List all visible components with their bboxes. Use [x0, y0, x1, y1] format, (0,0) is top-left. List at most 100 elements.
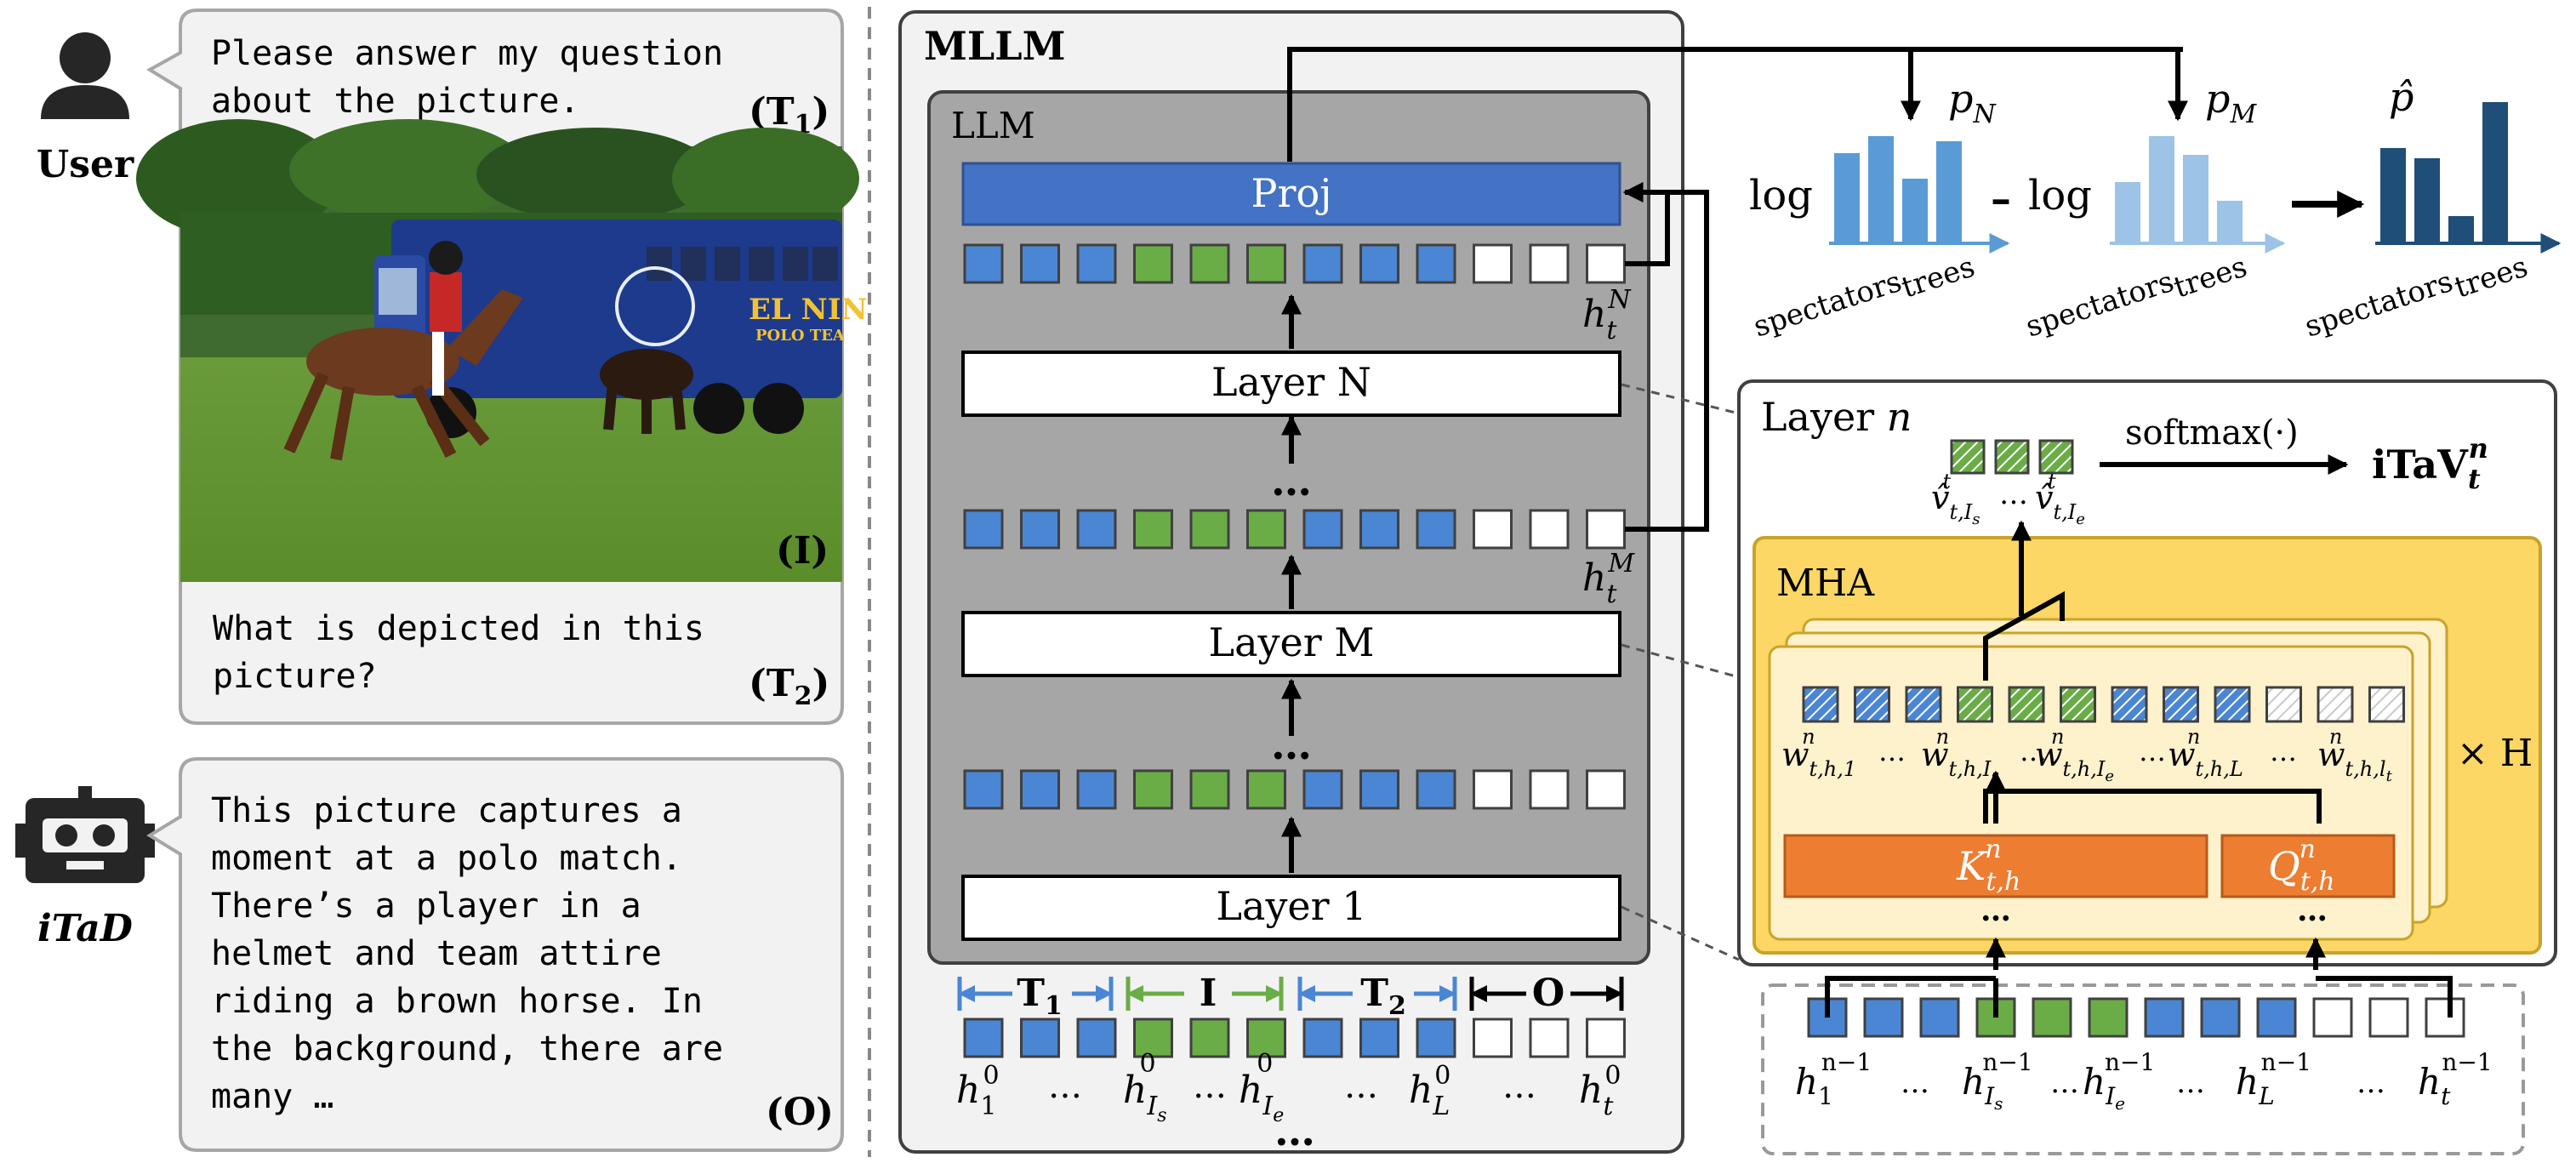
hidden-token	[1246, 509, 1286, 550]
h-l-label: hLn−1	[2236, 1048, 2311, 1110]
tag-image: (I)	[776, 529, 829, 573]
attention-weight-token	[2368, 686, 2405, 723]
hidden-token	[1076, 769, 1117, 810]
proj-label: Proj	[1251, 170, 1332, 216]
itav-label: iTaVtn	[2372, 432, 2488, 495]
hidden-token	[1133, 243, 1173, 284]
hidden-token	[1529, 243, 1570, 284]
span-labels: T1 I T2 O	[957, 970, 1624, 1021]
hidden-token	[1416, 509, 1456, 550]
input-token	[1473, 1018, 1513, 1058]
layer-n-title: Layer n	[1761, 394, 1912, 440]
layer-m-block	[961, 611, 1621, 677]
softmax-label: softmax(·)	[2125, 413, 2299, 453]
mha-arrows	[1983, 520, 2326, 970]
layer-1-block	[961, 875, 1621, 941]
h-is-0-label: hIs0	[1123, 1049, 1167, 1126]
v-hat-token	[2038, 439, 2074, 475]
w-ellipsis: …	[2020, 735, 2047, 767]
answer-line: moment at a polo match.	[211, 839, 682, 878]
hidden-input-token	[1919, 997, 1960, 1038]
answer-line: There’s a player in a	[211, 887, 641, 926]
input-token	[1133, 1018, 1173, 1058]
w-ellipsis: …	[2270, 735, 2297, 767]
layer-n-panel: Layer n softmax(·) iTaVtn v̂t,Ist … v̂t,…	[1737, 379, 2557, 970]
question-line-1: What is depicted in this	[213, 609, 704, 648]
input-ellipsis: …	[1344, 1067, 1378, 1106]
hist-bar	[1902, 179, 1928, 243]
attention-weight-token	[2060, 686, 2096, 723]
input-token	[1076, 1018, 1117, 1058]
span-o: O	[1532, 972, 1564, 1015]
token-row-layer-n	[963, 243, 1626, 284]
w-lt-label: wt,h,ltn	[2317, 725, 2393, 785]
v-hat-token	[1950, 439, 1986, 475]
hist-bar	[2183, 155, 2208, 243]
hist-bar	[2115, 182, 2140, 243]
hidden-input-labels: h1n−1 … hIsn−1 … hIen−1 … hLn−1 … htn−1	[1795, 1048, 2493, 1114]
p-n-label: pN	[1948, 76, 1997, 129]
v-hat-ellipsis: …	[1999, 477, 2028, 511]
question-line-2: picture?	[213, 657, 377, 696]
w-is-label: wt,h,Isn	[1921, 725, 1999, 785]
input-ellipsis: …	[1193, 1067, 1227, 1106]
hidden-input-token	[2312, 997, 2353, 1038]
h-t-m-label: htM	[1582, 549, 1635, 609]
w-1-label: wt,h,1n	[1781, 725, 1856, 781]
token-row-layer-1	[963, 769, 1626, 810]
input-dots-bottom: …	[1274, 1108, 1315, 1155]
axis-label-spectators: spectators	[2300, 265, 2457, 345]
h-ellipsis: …	[2050, 1066, 2079, 1100]
w-labels: wt,h,1n … wt,h,Isn … wt,h,Ien … wt,h,Ln …	[1781, 725, 2393, 785]
axis-label-trees: trees	[1897, 249, 1979, 305]
h-1-label: h1n−1	[1795, 1048, 1872, 1110]
hidden-input-token	[2368, 997, 2409, 1038]
h-ellipsis: …	[2357, 1066, 2385, 1100]
input-token	[1246, 1018, 1286, 1058]
hidden-token	[1076, 509, 1117, 550]
hist-bar	[2149, 136, 2174, 243]
attention-weight-token	[1905, 686, 1942, 723]
attention-weight-token	[1957, 686, 1993, 723]
k-label: Kt,hn	[1956, 835, 2020, 897]
hist-bar	[2482, 102, 2508, 243]
q-block	[2220, 834, 2396, 898]
span-t1: T1	[1017, 972, 1063, 1021]
hidden-token	[1020, 769, 1060, 810]
hidden-input-panel: h1n−1 … hIsn−1 … hIen−1 … hLn−1 … htn−1	[1761, 976, 2525, 1155]
input-token	[1359, 1018, 1399, 1058]
hidden-token	[1133, 769, 1173, 810]
mllm-title: MLLM	[924, 23, 1066, 69]
llm-label: LLM	[951, 105, 1035, 146]
hist-p-m	[2110, 136, 2286, 254]
hidden-input-token	[2032, 997, 2072, 1038]
input-ellipsis: …	[1502, 1067, 1536, 1106]
q-label: Qt,hn	[2268, 835, 2335, 897]
w-ellipsis: …	[1878, 735, 1906, 767]
axis-label-spectators: spectators	[2021, 265, 2178, 345]
tag-output: (O)	[766, 1091, 834, 1134]
answer-line: helmet and team attire	[211, 934, 662, 973]
w-l-label: wt,h,Ln	[2168, 725, 2243, 781]
hist-bar	[1868, 136, 1894, 243]
hist-p-n	[1829, 136, 2010, 254]
attention-weight-token	[1802, 686, 1839, 723]
hist-bar	[2217, 201, 2243, 243]
hidden-token	[963, 243, 1004, 284]
hidden-token	[1473, 243, 1513, 284]
axis-label-trees: trees	[2169, 249, 2251, 305]
hidden-token	[1302, 769, 1343, 810]
hidden-token	[1473, 509, 1513, 550]
answer-line: This picture captures a	[211, 791, 682, 830]
photo-sign-1: EL NIN	[749, 293, 868, 327]
h-ellipsis: …	[2176, 1066, 2205, 1100]
hidden-token	[1359, 243, 1399, 284]
w-ie-label: wt,h,Ien	[2035, 725, 2114, 785]
attention-weight-token	[2163, 686, 2199, 723]
answer-line: the background, there are	[211, 1029, 723, 1069]
log-m-label: log	[2028, 172, 2092, 219]
token-row-input	[963, 1018, 1626, 1058]
h-t-n-label: htN	[1582, 285, 1632, 345]
hidden-token	[963, 769, 1004, 810]
